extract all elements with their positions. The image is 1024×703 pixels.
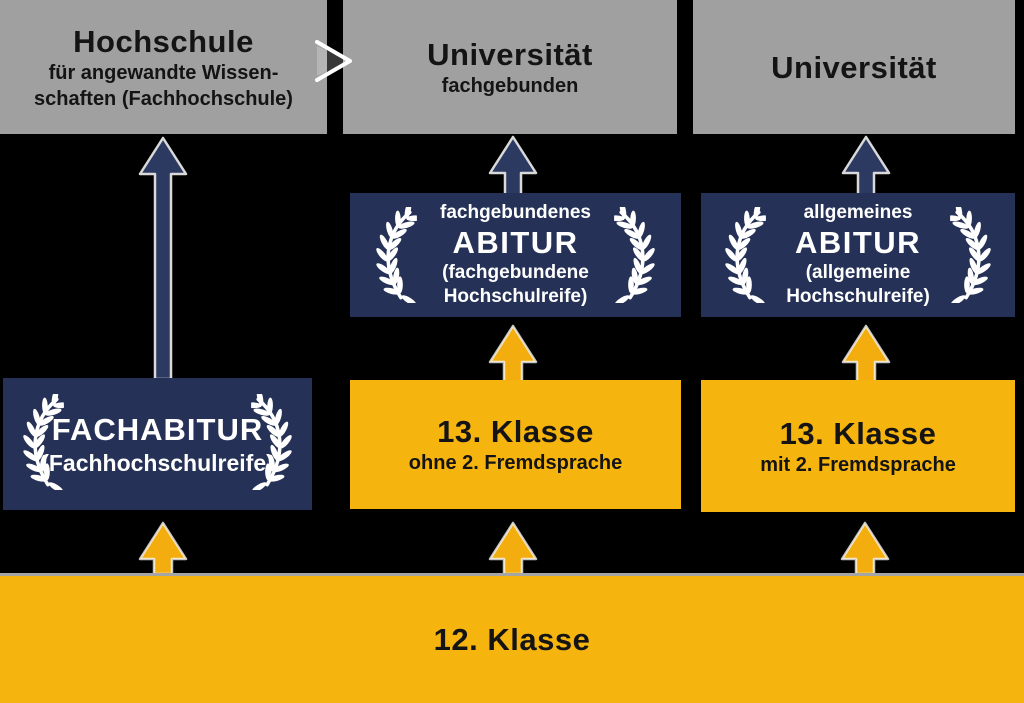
box-klasse13-ohne: 13. Klasse ohne 2. Fremdsprache [350,380,681,509]
fachgebundenes-abitur-pre: fachgebundenes [440,202,591,223]
arrow-up-icon [488,135,538,197]
hochschule-subtitle-line1: für angewandte Wissen- [48,61,279,84]
allgemeines-abitur-sub2: Hochschulreife) [786,286,930,307]
hochschule-title: Hochschule [73,23,254,59]
arrow-up-icon [488,521,538,576]
box-fachabitur: FACHABITUR (Fachhochschulreife) [3,378,312,510]
chevron-right-icon [315,40,352,82]
box-klasse12: 12. Klasse [0,573,1024,703]
box-hochschule: Hochschule für angewandte Wissen- schaft… [0,0,327,134]
klasse13-mit-subtitle: mit 2. Fremdsprache [760,453,956,476]
arrow-up-icon [138,521,188,576]
laurel-right-icon [613,207,665,303]
fachgebundenes-abitur-sub1: (fachgebundene [442,262,589,283]
laurel-right-icon [949,207,1001,303]
laurel-left-icon [715,207,767,303]
laurel-left-icon [366,207,418,303]
box-universitaet-fachgebunden: Universität fachgebunden [343,0,677,134]
allgemeines-abitur-main: ABITUR [794,225,922,260]
klasse13-ohne-subtitle: ohne 2. Fremdsprache [408,452,623,474]
box-fachgebundenes-abitur: fachgebundenes ABITUR (fachgebundene Hoc… [350,193,681,317]
arrow-up-icon [138,136,188,381]
universitaet-fachgebunden-subtitle: fachgebunden [441,74,579,97]
allgemeines-abitur-sub1: (allgemeine [805,262,911,283]
box-klasse13-mit: 13. Klasse mit 2. Fremdsprache [701,380,1015,512]
universitaet-fachgebunden-title: Universität [427,36,593,72]
box-allgemeines-abitur: allgemeines ABITUR (allgemeine Hochschul… [701,193,1015,317]
fachgebundenes-abitur-main: ABITUR [452,225,579,260]
fachabitur-subtitle: (Fachhochschulreife) [41,450,274,476]
arrow-up-icon [841,324,891,384]
klasse13-ohne-title: 13. Klasse [437,414,594,449]
arrow-up-icon [840,521,890,576]
box-universitaet: Universität [693,0,1015,134]
allgemeines-abitur-pre: allgemeines [803,202,913,223]
laurel-right-icon [250,394,302,490]
klasse13-mit-title: 13. Klasse [779,415,937,451]
universitaet-title: Universität [771,49,937,85]
fachabitur-title: FACHABITUR [51,412,264,447]
laurel-left-icon [13,394,65,490]
arrow-up-icon [488,324,538,384]
fachgebundenes-abitur-sub2: Hochschulreife) [443,286,588,307]
hochschule-subtitle-line2: schaften (Fachhochschule) [34,87,293,110]
arrow-up-icon [841,135,891,197]
klasse12-title: 12. Klasse [433,622,591,657]
